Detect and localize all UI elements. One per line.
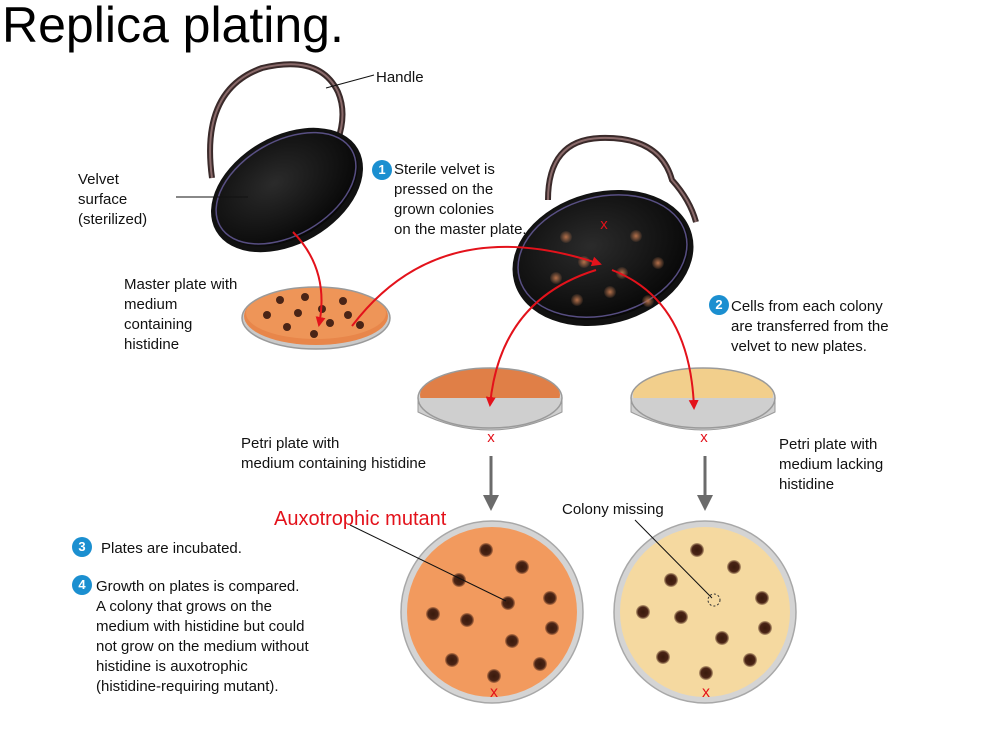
colony-missing-label: Colony missing [562,501,664,518]
step-1-badge: 1 [372,160,392,180]
step-3-text: Plates are incubated. [101,540,242,557]
plate-lacking-histidine: x [630,367,776,446]
step-3-badge: 3 [72,537,92,557]
velvet-x-marker: x [600,216,608,233]
plate-lacking-label: Petri plate with medium lacking histidin… [779,436,884,493]
master-plate-label: Master plate with medium containing hist… [124,276,238,353]
velvet-stamp-sterile [207,61,363,253]
incubated-lacking-x-marker: x [702,684,710,701]
auxotrophic-mutant-label: Auxotrophic mutant [274,508,447,530]
arrow-master-to-velvet [351,245,602,327]
incubated-plate-lacking-histidine: x [613,520,797,704]
master-plate [241,286,391,350]
plate-with-x-marker: x [487,429,495,446]
step-2-badge: 2 [709,295,729,315]
arrow-velvet-to-plate-lacking [611,269,699,410]
plate-with-label: Petri plate with medium containing histi… [241,435,427,472]
arrow-velvet-to-master [292,231,326,327]
page-title: Replica plating. [2,0,344,53]
step-4-badge: 4 [72,575,92,595]
velvet-stamp-pressed: x [512,134,699,327]
incubated-plate-with-histidine: x [400,520,584,704]
velvet-label: Velvet surface (sterilized) [78,171,148,228]
handle-leader [325,74,375,89]
step-2-text: Cells from each colony are transferred f… [731,298,889,355]
arrow-velvet-to-plate-with [485,269,597,407]
plate-with-histidine: x [417,367,563,446]
plate-lacking-x-marker: x [700,429,708,446]
mutant-leader [349,524,507,602]
missing-leader [634,519,713,599]
velvet-colony-prints [550,230,664,307]
missing-colony-outline [707,593,721,607]
incubated-with-x-marker: x [490,684,498,701]
step-1-text: Sterile velvet is pressed on the grown c… [394,161,527,238]
step-4-text: Growth on plates is compared. A colony t… [96,578,309,695]
handle-label: Handle [376,69,424,86]
